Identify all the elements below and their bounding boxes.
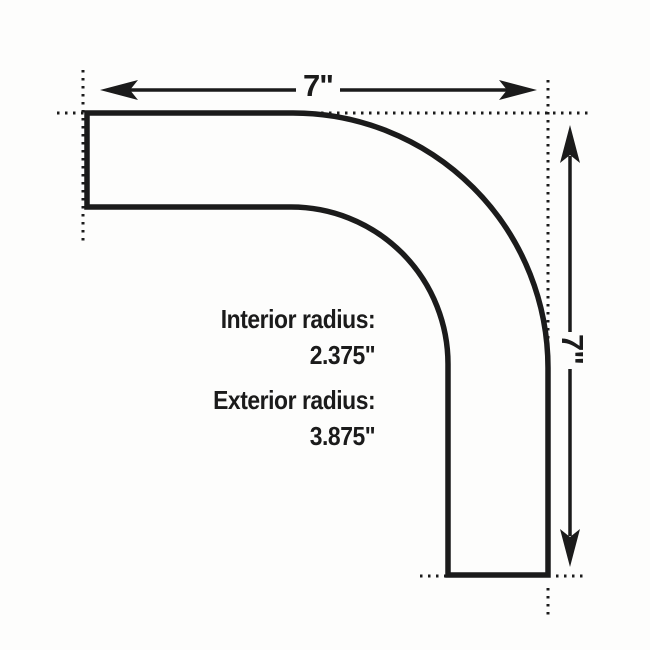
elbow-tube-outline — [84, 110, 551, 578]
exterior-radius-value: 3.875" — [309, 421, 376, 451]
top-dimension-label: 7" — [303, 68, 334, 103]
exterior-radius-label: Exterior radius: — [212, 385, 376, 415]
arrowhead-left-icon — [100, 80, 138, 100]
top-dimension-arrow — [100, 80, 537, 100]
radius-notes: Interior radius: 2.375" Exterior radius:… — [212, 301, 376, 454]
arrowhead-down-icon — [560, 529, 580, 567]
right-dimension-arrow — [560, 125, 580, 567]
interior-radius-label: Interior radius: — [220, 304, 376, 334]
arrowhead-up-icon — [560, 125, 580, 163]
arrowhead-right-icon — [499, 80, 537, 100]
right-dimension-label: 7" — [555, 334, 590, 364]
interior-radius-value: 2.375" — [309, 340, 376, 370]
